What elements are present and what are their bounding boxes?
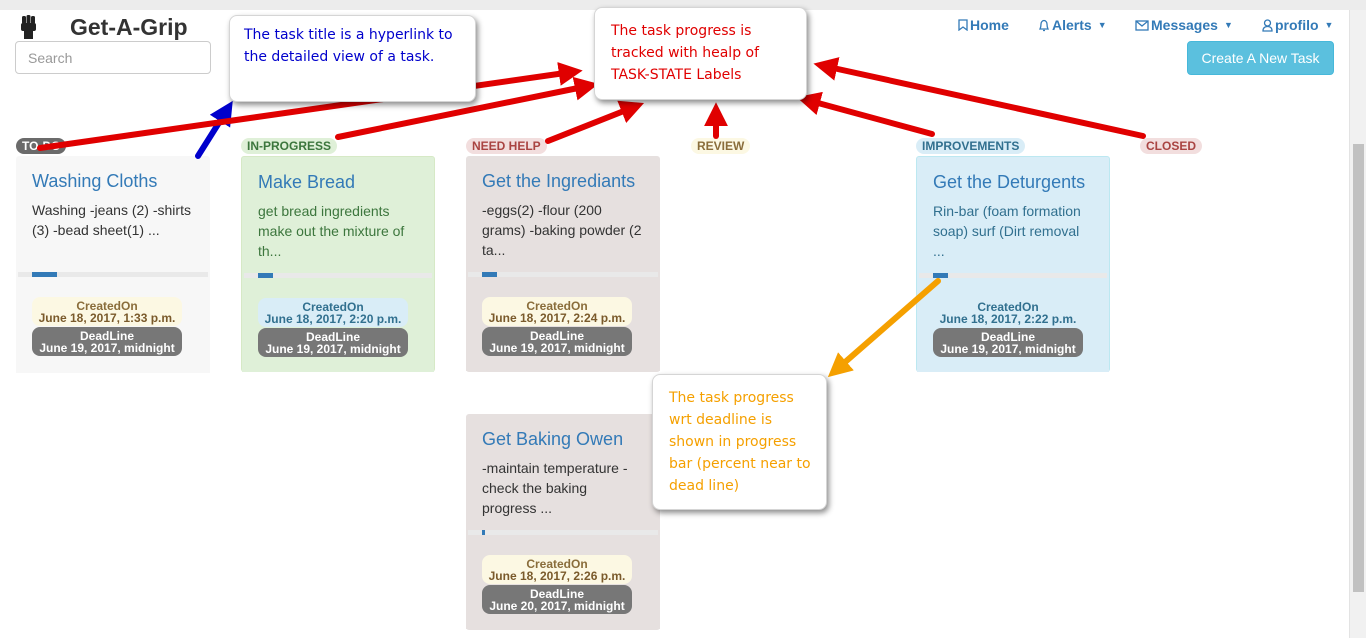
state-label-todo: TO-DO xyxy=(16,138,67,154)
state-label-need-help: NEED HELP xyxy=(466,138,547,154)
task-title-link[interactable]: Get the Ingrediants xyxy=(482,171,636,191)
annotation-arrow-red xyxy=(813,57,1146,139)
browser-top-strip xyxy=(0,0,1366,10)
created-on-value: June 18, 2017, 2:26 p.m. xyxy=(488,569,626,583)
progress-fill xyxy=(258,273,273,278)
created-on-label: CreatedOn xyxy=(526,557,588,571)
nav-home-label: Home xyxy=(970,17,1009,33)
nav-home[interactable]: Home xyxy=(958,17,1009,33)
nav-alerts-label: Alerts xyxy=(1052,17,1092,33)
raised-fist-logo-icon xyxy=(21,15,36,39)
created-on-value: June 18, 2017, 2:24 p.m. xyxy=(488,311,626,325)
deadline-value: June 19, 2017, midnight xyxy=(940,342,1076,356)
progress-fill xyxy=(482,530,485,535)
task-description: Washing -jeans (2) -shirts (3) -bead she… xyxy=(32,202,191,238)
task-description: get bread ingredients make out the mixtu… xyxy=(258,203,405,259)
annotation-arrow-red xyxy=(796,91,935,137)
created-on-label: CreatedOn xyxy=(977,300,1039,314)
state-label-closed: CLOSED xyxy=(1140,138,1203,154)
deadline-value: June 19, 2017, midnight xyxy=(265,342,401,356)
created-on-label: CreatedOn xyxy=(76,299,138,313)
create-task-button[interactable]: Create A New Task xyxy=(1187,41,1334,75)
search-input[interactable] xyxy=(15,41,211,74)
created-on-value: June 18, 2017, 2:22 p.m. xyxy=(939,312,1077,326)
nav-profile[interactable]: profilo ▼ xyxy=(1262,17,1333,33)
nav-profile-label: profilo xyxy=(1275,17,1319,33)
deadline-label: DeadLine xyxy=(79,329,134,343)
deadline-label: DeadLine xyxy=(529,329,584,343)
state-label-in-progress: IN-PROGRESS xyxy=(241,138,338,154)
task-title-link[interactable]: Make Bread xyxy=(258,172,356,192)
page-scrollbar[interactable] xyxy=(1349,10,1366,638)
task-description: Rin-bar (foam formation soap) surf (Dirt… xyxy=(933,203,1081,259)
chevron-down-icon: ▼ xyxy=(1223,20,1233,30)
task-card: Make Bread get bread ingredients make ou… xyxy=(241,156,435,372)
annotation-text: The task progress wrt deadline is shown … xyxy=(669,390,811,494)
user-icon xyxy=(1262,18,1273,32)
deadline-progress-bar xyxy=(18,272,208,277)
bookmark-icon xyxy=(958,19,968,31)
task-title-link[interactable]: Get Baking Owen xyxy=(482,429,624,449)
brand-title[interactable]: Get-A-Grip xyxy=(70,14,188,40)
annotation-text: The task progress is tracked with healp … xyxy=(611,23,760,83)
deadline-progress-bar xyxy=(919,273,1107,278)
deadline-value: June 19, 2017, midnight xyxy=(39,341,175,355)
envelope-icon xyxy=(1135,19,1149,31)
created-on-label: CreatedOn xyxy=(302,300,364,314)
progress-fill xyxy=(933,273,948,278)
progress-fill xyxy=(482,272,497,277)
annotation-arrow-blue xyxy=(195,100,233,159)
deadline-label: DeadLine xyxy=(980,330,1035,344)
task-card: Get Baking Owen -maintain temperature -c… xyxy=(466,414,660,630)
task-title-link[interactable]: Washing Cloths xyxy=(32,171,158,191)
deadline-progress-bar xyxy=(468,530,658,535)
chevron-down-icon: ▼ xyxy=(1097,20,1107,30)
annotation-progress-bar: The task progress wrt deadline is shown … xyxy=(652,374,827,510)
deadline-value: June 19, 2017, midnight xyxy=(489,341,625,355)
annotation-title-link: The task title is a hyperlink to the det… xyxy=(229,15,476,102)
task-card: Get the Ingrediants -eggs(2) -flour (200… xyxy=(466,156,660,372)
annotation-text: The task title is a hyperlink to the det… xyxy=(244,27,453,65)
task-description: -maintain temperature -check the baking … xyxy=(482,460,628,516)
bell-icon xyxy=(1038,19,1050,31)
task-title-link[interactable]: Get the Deturgents xyxy=(933,172,1086,192)
nav-alerts[interactable]: Alerts ▼ xyxy=(1038,17,1107,33)
annotation-state-labels: The task progress is tracked with healp … xyxy=(594,7,807,100)
nav-messages-label: Messages xyxy=(1151,17,1218,33)
nav-messages[interactable]: Messages ▼ xyxy=(1135,17,1233,33)
annotation-arrow-red xyxy=(545,100,645,144)
deadline-progress-bar xyxy=(244,273,432,278)
task-card: Get the Deturgents Rin-bar (foam formati… xyxy=(916,156,1110,372)
deadline-label: DeadLine xyxy=(529,587,584,601)
task-description: -eggs(2) -flour (200 grams) -baking powd… xyxy=(482,202,642,258)
state-label-review: REVIEW xyxy=(691,138,751,154)
progress-fill xyxy=(32,272,57,277)
deadline-progress-bar xyxy=(468,272,658,277)
chevron-down-icon: ▼ xyxy=(1324,20,1334,30)
scrollbar-thumb[interactable] xyxy=(1353,144,1364,592)
created-on-value: June 18, 2017, 2:20 p.m. xyxy=(264,312,402,326)
created-on-label: CreatedOn xyxy=(526,299,588,313)
deadline-label: DeadLine xyxy=(305,330,360,344)
created-on-value: June 18, 2017, 1:33 p.m. xyxy=(38,311,176,325)
state-label-improvements: IMPROVEMENTS xyxy=(916,138,1026,154)
task-card: Washing Cloths Washing -jeans (2) -shirt… xyxy=(16,156,210,373)
deadline-value: June 20, 2017, midnight xyxy=(489,599,625,613)
